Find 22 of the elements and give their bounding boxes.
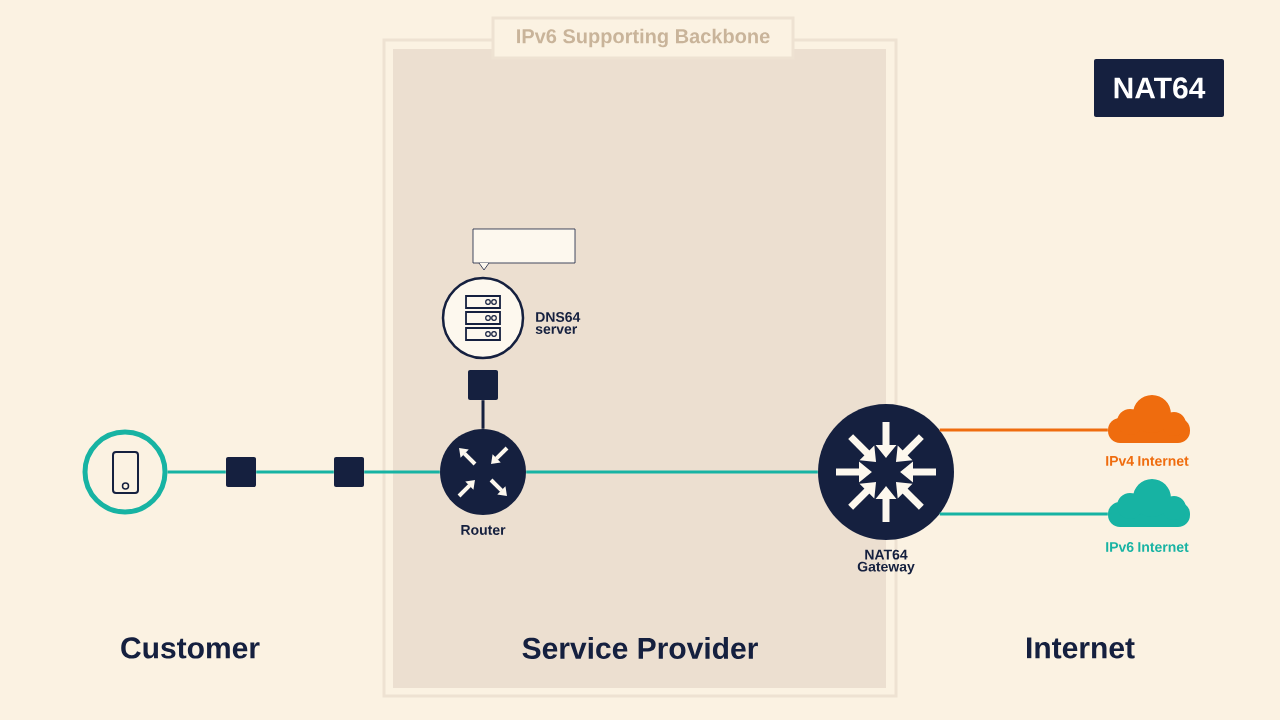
connector-line xyxy=(939,512,1108,516)
link-square xyxy=(226,457,256,487)
region-tab: IPv6 Supporting Backbone xyxy=(491,16,795,60)
link-square xyxy=(334,457,364,487)
node-label: DNS64 server xyxy=(535,312,581,334)
title-badge: NAT64 xyxy=(1094,59,1224,117)
connector-line xyxy=(939,428,1108,432)
node-label: Router xyxy=(461,525,506,535)
connector-line xyxy=(167,470,226,474)
connector-line xyxy=(481,400,485,429)
section-heading: Internet xyxy=(1027,637,1135,659)
connector-line xyxy=(256,470,334,474)
connector-line xyxy=(364,470,440,474)
node-label: NAT64 Gateway xyxy=(857,549,915,575)
node-label: IPv6 Internet xyxy=(1106,542,1189,552)
speech-bubble xyxy=(472,228,576,271)
link-square xyxy=(468,370,498,400)
phone-node xyxy=(82,429,168,515)
section-heading: Customer xyxy=(121,637,260,659)
section-heading: Service Provider xyxy=(522,637,758,659)
node-label: IPv4 Internet xyxy=(1106,456,1189,466)
connector-line xyxy=(526,470,818,474)
